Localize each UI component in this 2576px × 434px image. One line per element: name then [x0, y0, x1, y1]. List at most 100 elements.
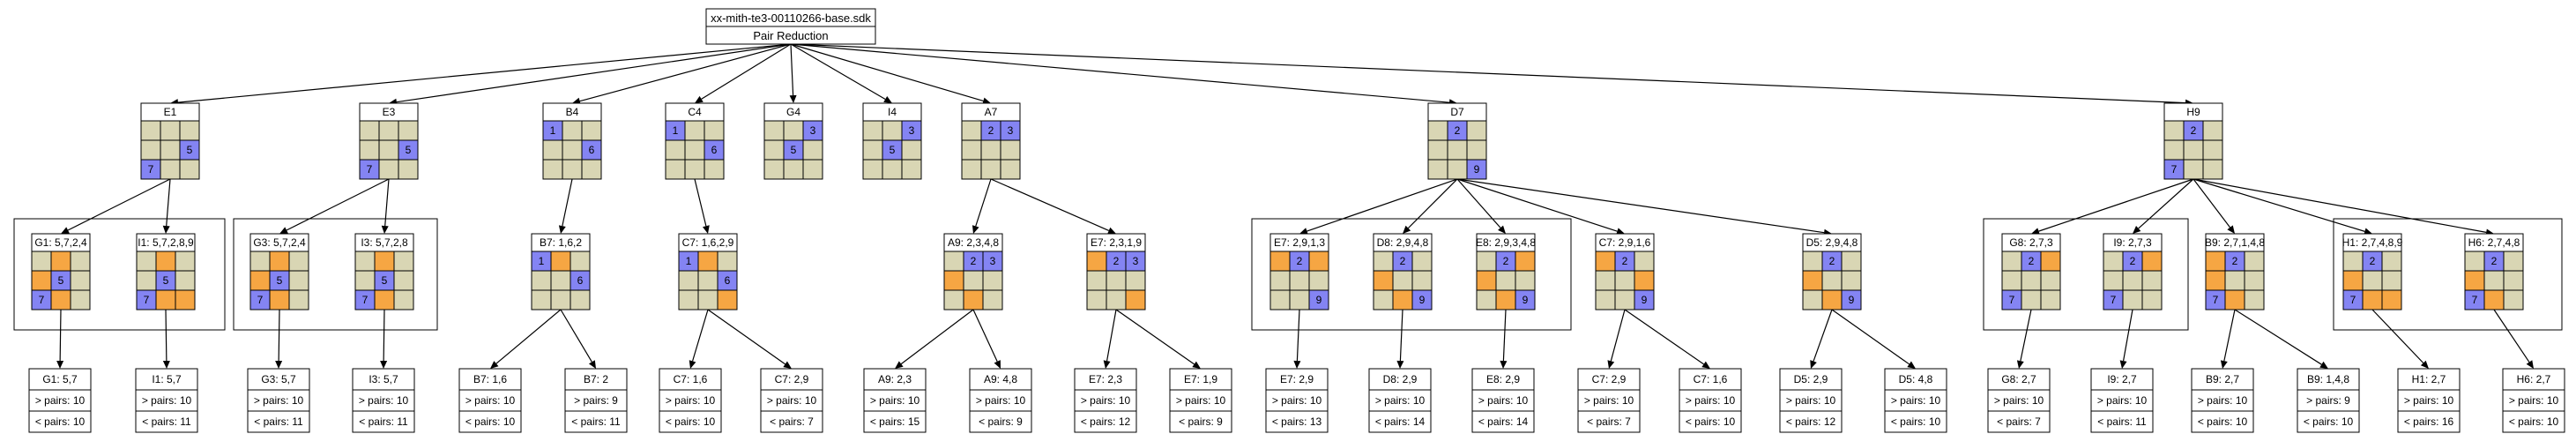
grid-cell	[155, 289, 176, 311]
leaf-lt: < pairs: 12	[1081, 415, 1131, 428]
grid-cell	[1802, 270, 1823, 291]
grid-cell	[2224, 289, 2245, 311]
grid-cell	[1373, 251, 1394, 272]
grid-cell	[2001, 270, 2022, 291]
cell-number: 3	[1008, 124, 1014, 137]
leaf-title: A9: 4,8	[984, 373, 1017, 385]
grid-cell	[393, 251, 414, 272]
grid-cell	[1106, 289, 1127, 311]
cell-number: 3	[990, 255, 996, 267]
grid-cell	[1308, 251, 1329, 272]
grid-cell	[359, 120, 380, 141]
leaf-title: E7: 2,9	[1280, 373, 1314, 385]
leaf-title: A9: 2,3	[878, 373, 912, 385]
leaf-gt: > pairs: 10	[2198, 394, 2248, 407]
leaf-title: C7: 1,6	[674, 373, 708, 385]
grid-cell	[50, 251, 71, 272]
leaf-l-d5b: D5: 4,8> pairs: 10< pairs: 10	[1884, 368, 1947, 433]
edge-d7-c7b	[1456, 178, 1625, 236]
grid-cell	[901, 139, 922, 161]
cell-number: 7	[2472, 294, 2478, 306]
grid-cell	[249, 251, 271, 272]
clusters	[13, 218, 2563, 331]
cell-number: 5	[277, 274, 283, 287]
leaf-gt: > pairs: 10	[870, 394, 920, 407]
grid-cell	[963, 270, 984, 291]
leaf-lt: < pairs: 14	[1375, 415, 1426, 428]
edge-e8-l-e8	[1500, 309, 1508, 369]
edge-g3-l-g3	[275, 309, 283, 369]
cell-number: 5	[58, 274, 64, 287]
grid-cell	[2040, 270, 2061, 291]
cell-number: 7	[148, 163, 154, 176]
leaf-title: I1: 5,7	[152, 373, 182, 385]
grid-cell	[374, 251, 395, 272]
cell-number: 7	[367, 163, 373, 176]
grid-cell	[1427, 120, 1448, 141]
cell-number: 6	[577, 274, 584, 287]
edge-d7-d8	[1403, 178, 1458, 234]
grid-cell	[1466, 139, 1487, 161]
edge-e3-i3	[381, 178, 390, 234]
grid-cell	[684, 120, 705, 141]
leaf-title: E7: 1,9	[1184, 373, 1217, 385]
leaf-l-b9b: B9: 1,4,8> pairs: 9< pairs: 10	[2297, 368, 2360, 433]
node-label: E7: 2,3,1,9	[1091, 236, 1142, 249]
grid-cell	[943, 251, 964, 272]
edge-root-e3	[389, 43, 792, 106]
edge-i1-l-i1	[162, 309, 170, 369]
leaf-l-a9b: A9: 4,8> pairs: 10< pairs: 9	[969, 368, 1032, 433]
node-label: I4	[888, 106, 897, 118]
grid-cell	[2141, 270, 2163, 291]
grid-cell	[288, 289, 309, 311]
grid-cell	[398, 120, 419, 141]
edge-root-h9	[790, 43, 2193, 107]
edge-d7-d5	[1456, 178, 1832, 236]
grid-cell	[2021, 270, 2042, 291]
grid-cell	[1427, 139, 1448, 161]
leaf-title: B7: 1,6	[473, 373, 507, 385]
node-label: I3: 5,7,2,8	[361, 236, 408, 249]
grid-cell	[802, 139, 823, 161]
grid-cell	[160, 159, 181, 180]
grid-cell	[2483, 270, 2505, 291]
grid-cell	[2224, 270, 2245, 291]
grid-cell	[288, 251, 309, 272]
edge-b9-l-b9b	[2234, 309, 2328, 369]
grid-cell	[175, 270, 196, 291]
edge-c7b-l-c7d	[1624, 309, 1710, 369]
grid-cell	[2040, 251, 2061, 272]
leaf-gt: > pairs: 10	[1375, 394, 1426, 407]
leaf-l-b7a: B7: 1,6> pairs: 10< pairs: 10	[458, 368, 522, 433]
node-i9: I9: 2,7,327	[2103, 233, 2163, 311]
cell-number: 2	[971, 255, 977, 267]
grid-cell	[2464, 251, 2485, 272]
grid-cell	[2141, 251, 2163, 272]
cell-number: 2	[988, 124, 994, 137]
grid-cell	[678, 270, 699, 291]
grid-cell	[1466, 159, 1487, 180]
grid-cell	[2021, 289, 2042, 311]
grid-cell	[1476, 251, 1497, 272]
leaf-lt: < pairs: 7	[1997, 415, 2041, 428]
cell-number: 2	[2491, 255, 2498, 267]
grid-cell	[2483, 289, 2505, 311]
grid-cell	[862, 159, 883, 180]
node-g1: G1: 5,7,2,457	[31, 233, 91, 311]
node-label: C7: 2,9,1,6	[1599, 236, 1651, 249]
grid-cell	[249, 270, 271, 291]
grid-cell	[1634, 289, 1655, 311]
grid-cell	[704, 120, 725, 141]
node-label: G1: 5,7,2,4	[34, 236, 87, 249]
grid-cell	[862, 139, 883, 161]
grid-cell	[155, 251, 176, 272]
node-label: E3	[383, 106, 396, 118]
leaf-lt: < pairs: 13	[1272, 415, 1322, 428]
edges	[56, 43, 2534, 369]
grid-cell	[882, 159, 903, 180]
node-label: E1	[164, 106, 177, 118]
leaf-lt: < pairs: 10	[666, 415, 716, 428]
edge-c7-l-c7a	[689, 309, 709, 369]
